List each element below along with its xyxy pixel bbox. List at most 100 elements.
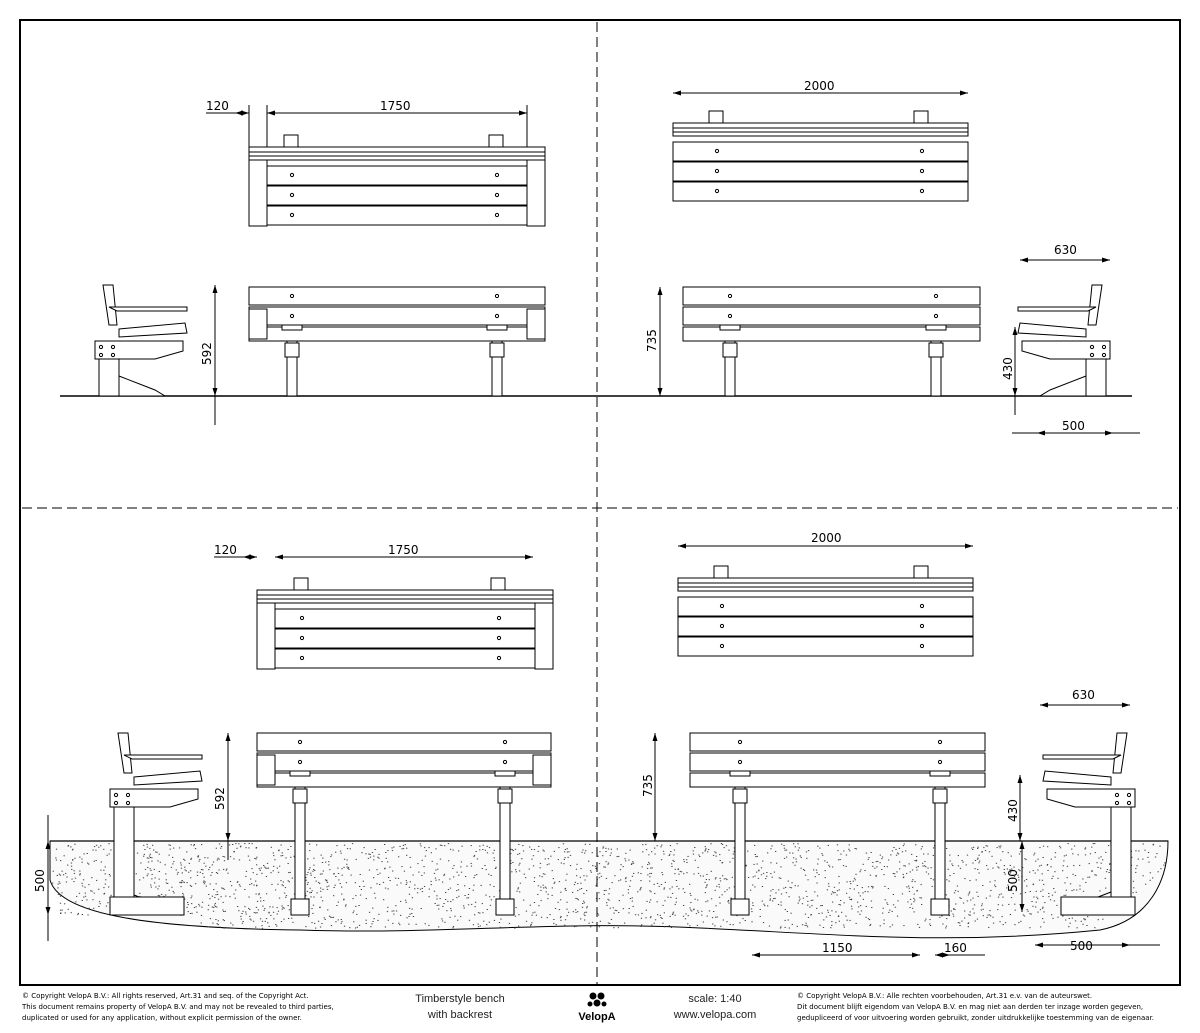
soil-texture	[752, 884, 754, 886]
soil-texture	[679, 870, 681, 872]
soil-texture	[431, 860, 433, 862]
soil-texture	[59, 895, 62, 897]
soil-texture	[976, 858, 979, 860]
soil-texture	[646, 900, 648, 902]
soil-texture	[683, 861, 685, 863]
soil-texture	[996, 847, 998, 849]
leg	[491, 340, 503, 397]
soil-texture	[79, 873, 81, 875]
soil-texture	[312, 870, 314, 872]
soil-texture	[1037, 911, 1039, 913]
soil-texture	[338, 879, 340, 881]
website-link[interactable]: www.velopa.com	[673, 1009, 757, 1021]
soil-texture	[1009, 872, 1011, 874]
soil-texture	[307, 858, 309, 860]
soil-texture	[831, 891, 834, 893]
soil-texture	[151, 860, 153, 862]
soil-texture	[190, 857, 193, 859]
soil-texture	[319, 882, 321, 884]
soil-texture	[554, 908, 557, 909]
soil-texture	[217, 920, 219, 922]
soil-texture	[663, 912, 665, 914]
soil-texture	[305, 894, 307, 896]
soil-texture	[663, 853, 665, 855]
soil-texture	[270, 846, 272, 848]
soil-texture	[572, 891, 574, 893]
soil-texture	[1006, 887, 1008, 889]
soil-texture	[420, 908, 422, 909]
soil-texture	[850, 905, 853, 907]
bolt-icon	[496, 655, 502, 661]
soil-texture	[642, 851, 644, 853]
soil-texture	[1065, 919, 1067, 921]
soil-texture	[879, 862, 881, 864]
soil-texture	[268, 911, 270, 913]
soil-texture	[52, 882, 54, 884]
soil-texture	[894, 873, 896, 875]
soil-texture	[452, 899, 454, 901]
soil-texture	[343, 866, 345, 868]
bolt-icon	[98, 344, 104, 350]
soil-texture	[841, 911, 843, 913]
soil-texture	[198, 903, 200, 905]
soil-texture	[546, 864, 548, 866]
soil-texture	[172, 890, 174, 892]
soil-texture	[772, 889, 774, 890]
soil-texture	[553, 850, 555, 852]
soil-texture	[979, 860, 981, 862]
soil-texture	[976, 918, 979, 920]
soil-texture	[187, 904, 189, 906]
soil-texture	[1035, 901, 1037, 903]
soil-texture	[694, 847, 696, 848]
leg-clamp	[284, 342, 300, 358]
bolt-icon	[1089, 352, 1095, 358]
soil-texture	[704, 849, 707, 851]
soil-texture	[1019, 851, 1022, 853]
soil-texture	[1032, 870, 1034, 872]
leg-clamp	[928, 342, 944, 358]
soil-texture	[81, 914, 83, 915]
soil-texture	[787, 919, 789, 921]
soil-texture	[891, 910, 893, 912]
soil-texture	[98, 901, 101, 903]
soil-texture	[747, 850, 749, 852]
soil-texture	[697, 910, 699, 912]
soil-texture	[544, 858, 546, 860]
soil-texture	[728, 849, 730, 851]
soil-texture	[249, 859, 251, 861]
soil-texture	[290, 846, 292, 847]
soil-texture	[789, 886, 791, 888]
soil-texture	[1157, 871, 1159, 873]
soil-texture	[956, 885, 959, 887]
soil-texture	[627, 892, 630, 894]
soil-texture	[256, 856, 258, 858]
soil-texture	[616, 910, 618, 912]
soil-texture	[804, 913, 807, 915]
soil-texture	[1050, 866, 1052, 868]
soil-texture	[57, 883, 59, 885]
soil-texture	[1048, 896, 1050, 898]
soil-texture	[798, 847, 800, 849]
soil-texture	[288, 918, 290, 919]
soil-texture	[309, 887, 311, 889]
soil-texture	[850, 898, 853, 900]
soil-texture	[953, 892, 956, 894]
soil-texture	[602, 855, 604, 857]
soil-texture	[881, 856, 884, 858]
soil-texture	[706, 874, 708, 875]
soil-texture	[718, 896, 721, 898]
soil-texture	[887, 903, 889, 905]
soil-texture	[767, 852, 769, 854]
soil-texture	[337, 919, 339, 921]
soil-texture	[183, 858, 185, 860]
soil-texture	[373, 918, 375, 920]
soil-texture	[952, 865, 954, 866]
soil-texture	[1002, 924, 1004, 926]
soil-texture	[763, 903, 765, 905]
soil-texture	[222, 901, 224, 903]
soil-texture	[715, 852, 717, 854]
soil-texture	[285, 857, 287, 859]
soil-texture	[539, 875, 541, 877]
soil-texture	[425, 850, 427, 852]
soil-texture	[908, 863, 910, 865]
